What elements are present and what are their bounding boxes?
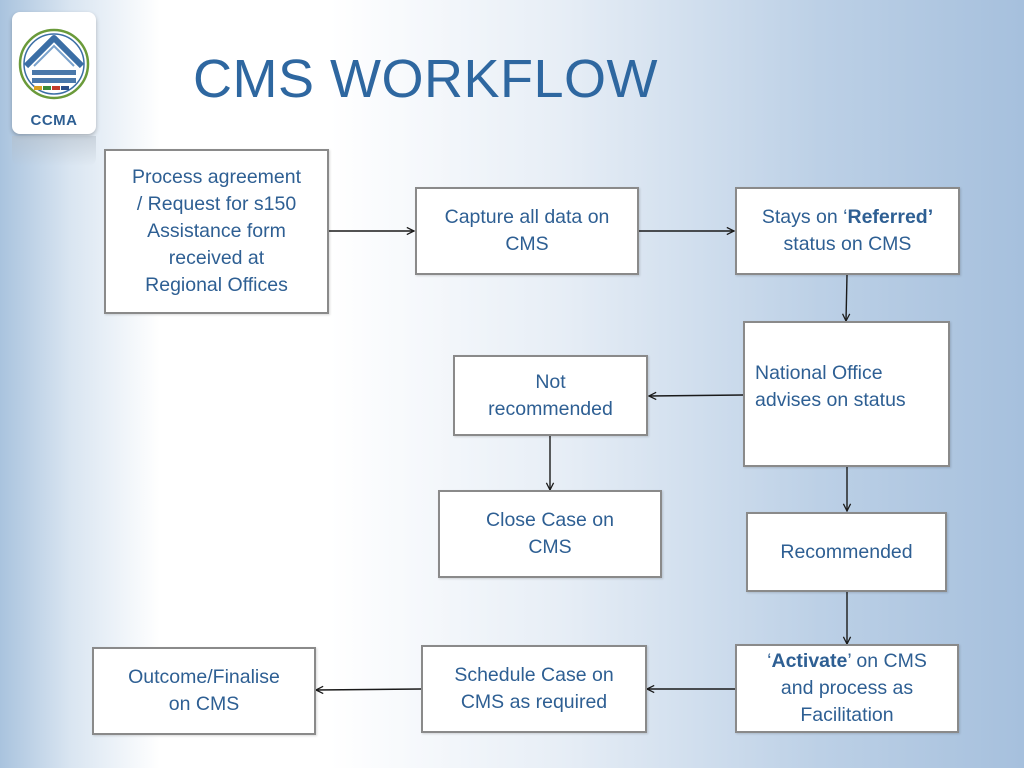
- ccma-logo: CCMA: [12, 12, 96, 134]
- national-office-box: National Office advises on status: [743, 321, 950, 467]
- logo-reflection: [12, 136, 96, 166]
- recommended-box: Recommended: [746, 512, 947, 592]
- close-case-text: Close Case on CMS: [486, 509, 614, 558]
- activate-text: ‘Activate’ on CMS and process as Facilit…: [767, 650, 927, 726]
- not-recommended-text: Not recommended: [488, 370, 613, 420]
- referred-status-bold: Referred’: [847, 206, 934, 228]
- process-agreement-text: Process agreement / Request for s150 Ass…: [131, 166, 302, 296]
- outcome-finalise-box: Outcome/Finalise on CMS: [92, 647, 316, 735]
- ccma-house-logo-icon: [18, 28, 90, 100]
- recommended-text: Recommended: [780, 540, 913, 563]
- schedule-case-box: Schedule Case on CMS as required: [421, 645, 647, 733]
- stays-referred-box: Stays on ‘Referred’ status on CMS: [735, 187, 960, 275]
- arrow-referred-to-national: [846, 274, 847, 321]
- page-title: CMS WORKFLOW: [193, 49, 658, 109]
- capture-data-box: Capture all data on CMS: [415, 187, 639, 275]
- schedule-case-text: Schedule Case on CMS as required: [454, 664, 614, 713]
- capture-data-text: Capture all data on CMS: [444, 206, 610, 255]
- stays-referred-text: Stays on ‘Referred’ status on CMS: [761, 206, 934, 255]
- close-case-box: Close Case on CMS: [438, 490, 662, 578]
- national-office-text: National Office advises on status: [755, 362, 906, 411]
- activate-bold: Activate: [771, 650, 848, 672]
- logo-text: CCMA: [30, 112, 78, 129]
- outcome-finalise-text: Outcome/Finalise on CMS: [128, 666, 280, 715]
- process-agreement-box: Process agreement / Request for s150 Ass…: [104, 149, 329, 314]
- not-recommended-box: Not recommended: [453, 355, 648, 436]
- arrow-national-to-not-recommended: [649, 395, 744, 396]
- activate-box: ‘Activate’ on CMS and process as Facilit…: [735, 644, 959, 733]
- arrow-schedule-to-outcome: [316, 689, 422, 690]
